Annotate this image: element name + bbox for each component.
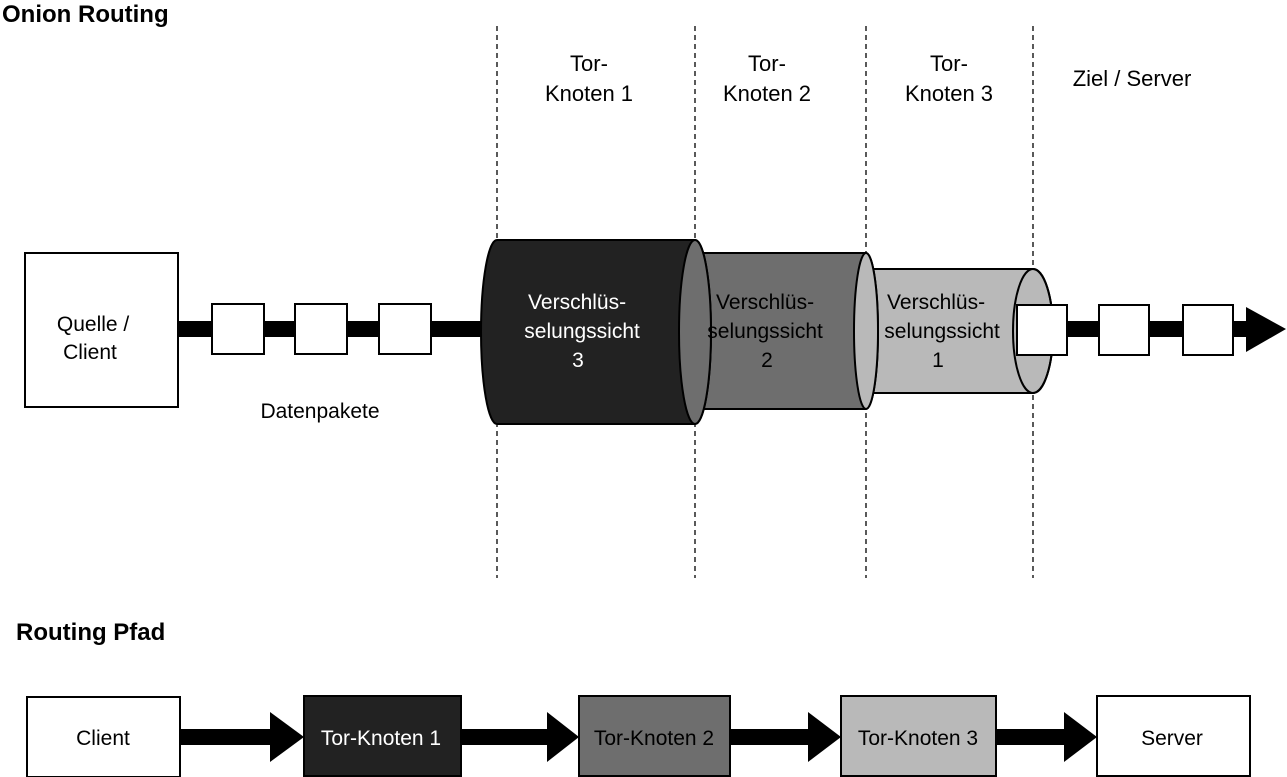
path-arrow-head-icon xyxy=(808,712,841,762)
encryption-layer-2 xyxy=(682,252,879,410)
source-label: Quelle / Client xyxy=(57,313,135,364)
column-label-line: Tor- xyxy=(930,51,968,76)
path-node-server-label: Server xyxy=(1141,727,1203,750)
path-node-server xyxy=(1096,695,1251,777)
encryption-layer-2-label: Verschlüs- selungssicht 2 xyxy=(707,291,828,372)
data-packet xyxy=(378,303,432,355)
path-node-tor-1 xyxy=(303,695,462,777)
path-arrow-head-icon xyxy=(1064,712,1097,762)
column-label-line: Tor- xyxy=(748,51,786,76)
path-arrow-shaft xyxy=(996,729,1070,745)
path-arrow-head-icon xyxy=(270,712,304,762)
column-label-tor-node-1: Tor- Knoten 1 xyxy=(489,49,689,109)
column-label-tor-node-3: Tor- Knoten 3 xyxy=(849,49,1049,109)
source-client-box xyxy=(24,252,179,408)
arrow-head-icon xyxy=(1246,307,1286,352)
onion-routing-title: Onion Routing xyxy=(2,1,169,28)
routing-path: Client Tor-Knoten 1 Tor-Knoten 2 Tor-Kno… xyxy=(26,695,1251,777)
path-arrow-head-icon xyxy=(547,712,579,762)
routing-path-title: Routing Pfad xyxy=(16,619,165,646)
path-node-tor-3-label: Tor-Knoten 3 xyxy=(858,727,978,750)
path-node-tor-1-label: Tor-Knoten 1 xyxy=(321,727,441,750)
data-packet xyxy=(294,303,348,355)
encryption-layer-3 xyxy=(480,239,712,425)
encryption-layer-1-label: Verschlüs- selungssicht 1 xyxy=(884,291,1005,372)
data-packet xyxy=(1182,304,1234,356)
packets-label: Datenpakete xyxy=(260,400,379,423)
path-node-tor-2-label: Tor-Knoten 2 xyxy=(594,727,714,750)
data-packet xyxy=(211,303,265,355)
encryption-layer-3-label: Verschlüs- selungssicht 3 xyxy=(524,291,645,372)
path-node-tor-3 xyxy=(840,695,997,777)
path-arrow-shaft xyxy=(180,729,276,745)
path-node-client-label: Client xyxy=(76,727,130,750)
path-arrow-shaft xyxy=(730,729,814,745)
data-packet xyxy=(1016,304,1068,356)
column-label-line: Knoten 3 xyxy=(904,81,994,106)
column-label-line: Ziel / Server xyxy=(1072,66,1192,91)
path-arrow-shaft xyxy=(461,729,553,745)
path-node-tor-2 xyxy=(578,695,731,777)
column-label-destination-server: Ziel / Server xyxy=(1032,64,1232,94)
column-label-line: Knoten 1 xyxy=(544,81,634,106)
column-label-tor-node-2: Tor- Knoten 2 xyxy=(667,49,867,109)
data-packet xyxy=(1098,304,1150,356)
column-label-line: Knoten 2 xyxy=(722,81,812,106)
path-node-client xyxy=(26,696,181,777)
column-label-line: Tor- xyxy=(570,51,608,76)
